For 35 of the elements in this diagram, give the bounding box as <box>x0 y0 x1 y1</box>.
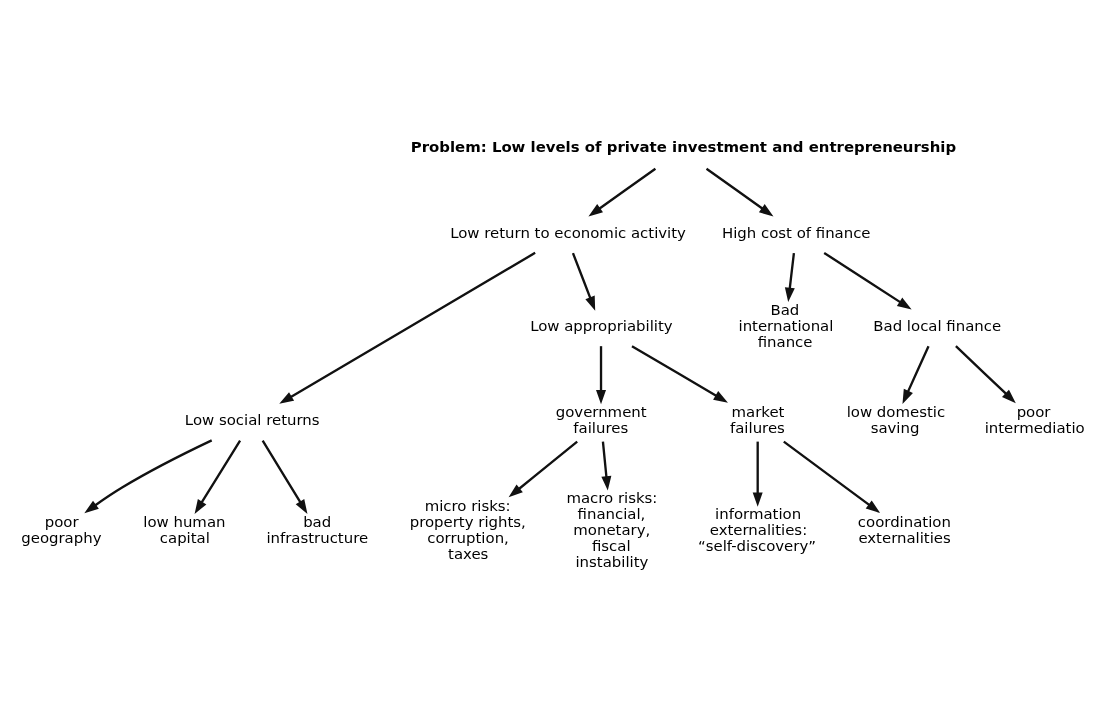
node-text: Low social returns <box>184 410 320 429</box>
arrow <box>588 167 657 216</box>
arrow <box>601 441 612 491</box>
node-text: low domestic saving <box>846 402 946 437</box>
node-text: poor intermediatio <box>984 402 1085 437</box>
arrow <box>823 251 912 310</box>
node-text: government failures <box>555 402 647 437</box>
arrow <box>752 441 763 507</box>
arrow <box>783 440 881 513</box>
node-text: Bad local finance <box>873 316 1002 335</box>
node-text: Low appropriability <box>530 316 673 335</box>
arrow <box>705 167 774 216</box>
arrow <box>955 344 1016 403</box>
node-text: low human capital <box>143 512 226 547</box>
node-text: bad infrastructure <box>266 512 369 547</box>
arrow <box>631 344 728 403</box>
node-text: poor geography <box>21 512 102 547</box>
arrow <box>508 440 578 497</box>
node-text: coordination externalities <box>857 512 951 547</box>
arrow <box>571 252 596 311</box>
node-text: Low return to economic activity <box>450 223 686 242</box>
node-text: market failures <box>729 402 785 437</box>
arrow <box>279 251 536 404</box>
node-text: micro risks: property rights, corruption, taxes <box>409 496 526 563</box>
node-text: Problem: Low levels of private investment and entrepreneurship <box>410 137 957 156</box>
arrow <box>902 345 930 404</box>
node-text: Bad international finance <box>738 300 834 351</box>
arrow <box>261 439 308 514</box>
node-text: information externalities: “self-discovery” <box>698 504 816 555</box>
arrow <box>84 438 213 513</box>
arrow <box>784 252 796 302</box>
arrow <box>596 345 607 404</box>
node-text: High cost of finance <box>721 223 871 242</box>
node-text: macro risks: financial, monetary, fiscal instability <box>566 488 658 571</box>
arrow <box>194 439 242 514</box>
